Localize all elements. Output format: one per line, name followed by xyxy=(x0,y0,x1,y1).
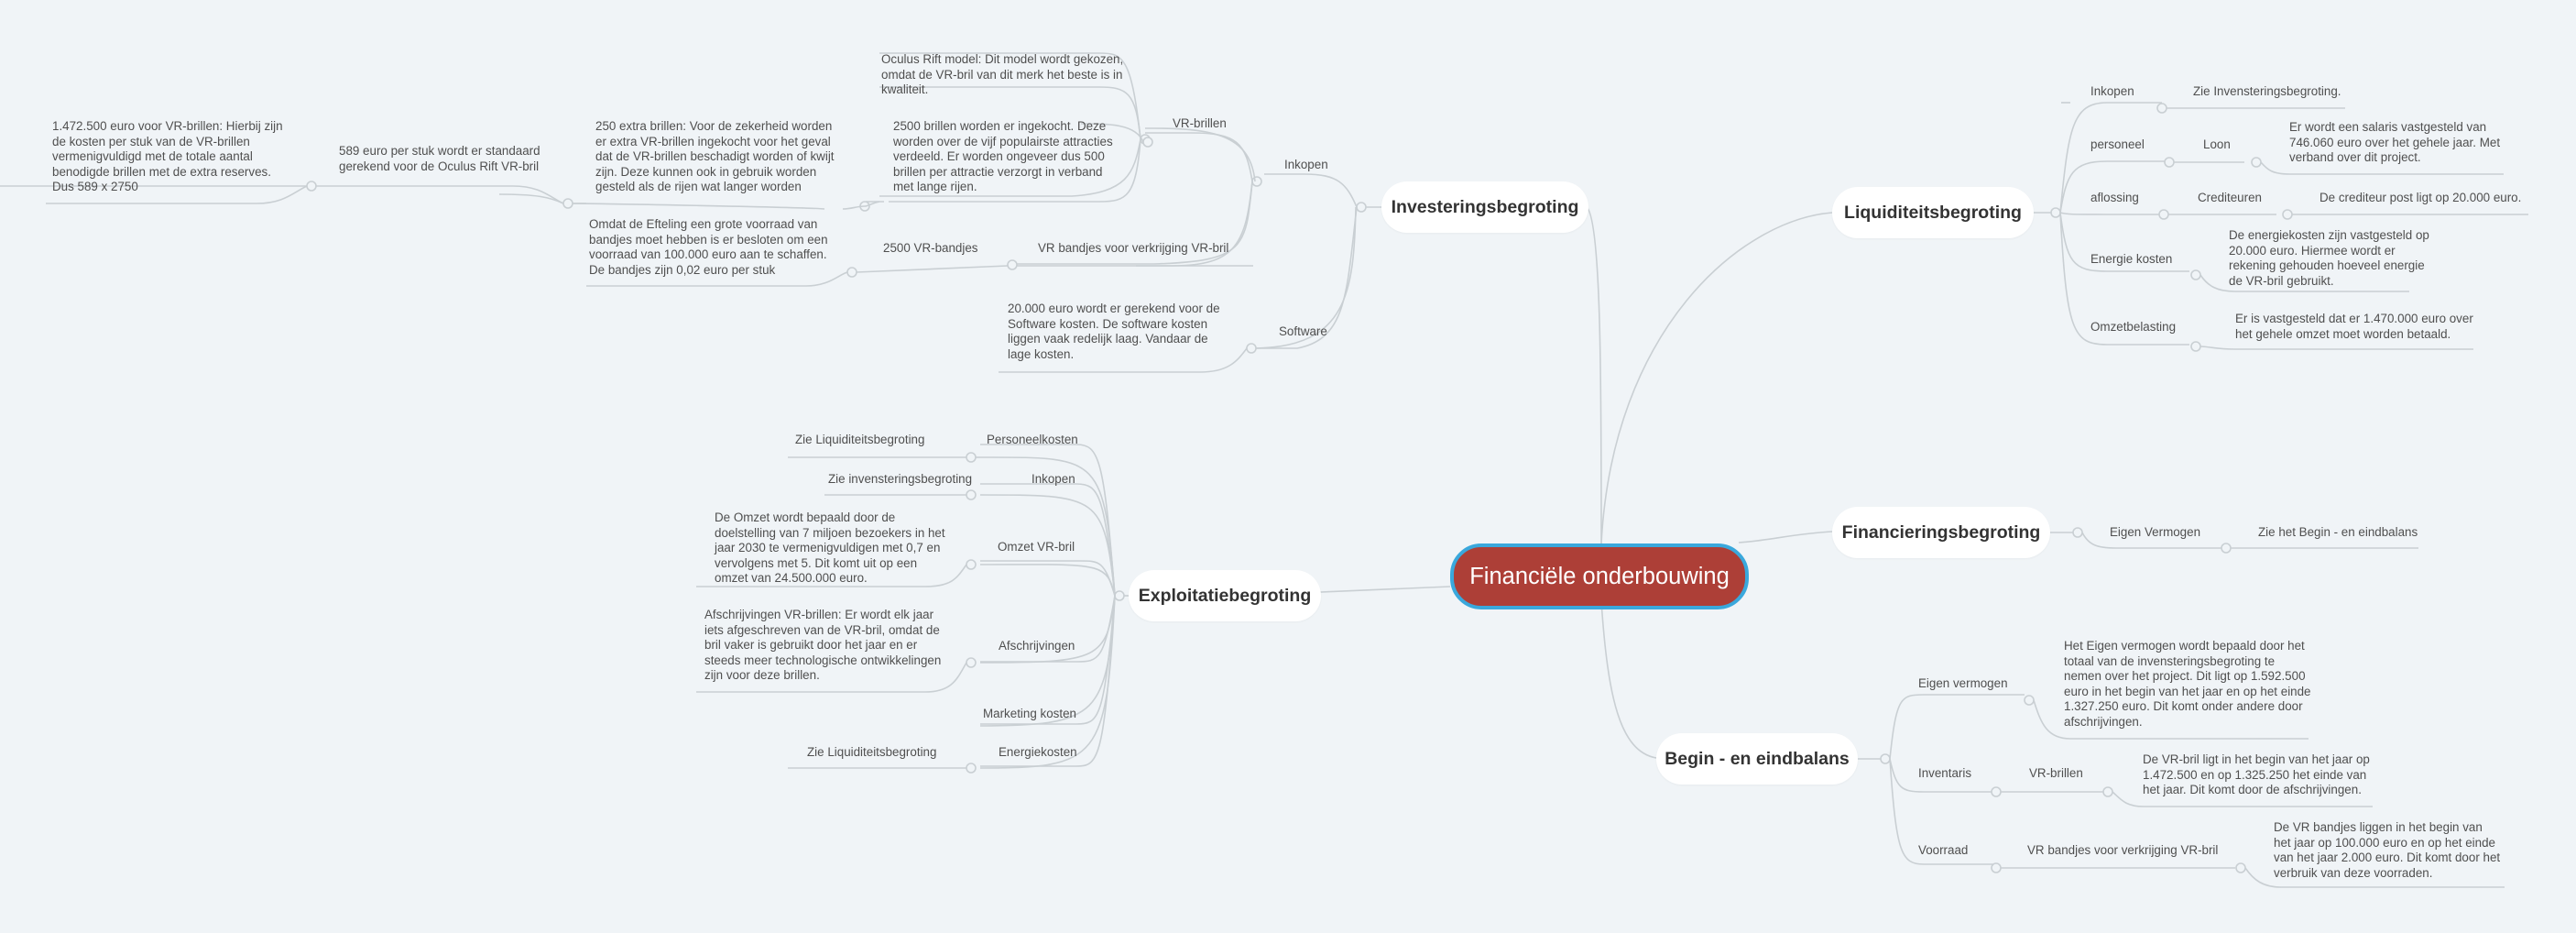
marketing-label[interactable]: Marketing kosten xyxy=(983,707,1076,720)
zie-liquiditeit-2[interactable]: Zie Liquiditeitsbegroting xyxy=(807,745,937,759)
eigen-vermogen-label[interactable]: Eigen Vermogen xyxy=(2110,525,2201,539)
root-node[interactable]: Financiële onderbouwing xyxy=(1450,543,1749,609)
crediteur-text[interactable]: De crediteur post ligt op 20.000 euro. xyxy=(2319,191,2522,204)
bandjes-text[interactable]: Omdat de Efteling een grote voorraad van… xyxy=(589,217,828,277)
personeel-label[interactable]: personeel xyxy=(2090,137,2145,151)
energiekosten-label[interactable]: Energiekosten xyxy=(999,745,1077,759)
omzetbelasting-label[interactable]: Omzetbelasting xyxy=(2090,320,2177,334)
software-label[interactable]: Software xyxy=(1279,324,1327,338)
zie-investering[interactable]: Zie invensteringsbegroting xyxy=(828,472,973,486)
liquiditeitsbegroting-node[interactable]: Liquiditeitsbegroting xyxy=(1832,187,2034,238)
balans-eigen-label[interactable]: Eigen vermogen xyxy=(1918,676,2008,690)
inkopen-label[interactable]: Inkopen xyxy=(1284,158,1328,171)
software-text[interactable]: 20.000 euro wordt er gerekend voor de So… xyxy=(1008,302,1220,361)
omzet-label[interactable]: Omzet VR-bril xyxy=(998,540,1075,554)
exploitatiebegroting-node[interactable]: Exploitatiebegroting xyxy=(1129,570,1321,621)
balans-eigen-text[interactable]: Het Eigen vermogen wordt bepaald door he… xyxy=(2064,639,2311,729)
vr-brillen-label[interactable]: VR-brillen xyxy=(1173,116,1227,130)
totaal-text[interactable]: 1.472.500 euro voor VR-brillen: Hierbij … xyxy=(52,119,283,193)
aflossing-label[interactable]: aflossing xyxy=(2090,191,2139,204)
brillen2500-text[interactable]: 2500 brillen worden er ingekocht. Deze w… xyxy=(893,119,1113,193)
balans-vr-brillen-label[interactable]: VR-brillen xyxy=(2029,766,2083,780)
liq-zie-investering[interactable]: Zie Invensteringsbegroting. xyxy=(2193,84,2341,98)
balans-bandjes-label[interactable]: VR bandjes voor verkrijging VR-bril xyxy=(2027,843,2219,857)
zie-liquiditeit-1[interactable]: Zie Liquiditeitsbegroting xyxy=(795,433,925,446)
per-stuk-text[interactable]: 589 euro per stuk wordt er standaard ger… xyxy=(339,144,540,173)
personeelkosten-label[interactable]: Personeelkosten xyxy=(987,433,1078,446)
balans-bandjes-text[interactable]: De VR bandjes liggen in het begin van he… xyxy=(2274,820,2501,880)
omzet-text[interactable]: De Omzet wordt bepaald door de doelstell… xyxy=(715,510,945,585)
extra250-text[interactable]: 250 extra brillen: Voor de zekerheid wor… xyxy=(595,119,835,193)
inkopen-label-expl[interactable]: Inkopen xyxy=(1031,472,1075,486)
energie-kosten-label[interactable]: Energie kosten xyxy=(2090,252,2173,266)
financieringsbegroting-node[interactable]: Financieringsbegroting xyxy=(1832,507,2050,558)
voorraad-label[interactable]: Voorraad xyxy=(1918,843,1969,857)
afschrijvingen-label[interactable]: Afschrijvingen xyxy=(999,639,1075,653)
omzetbelasting-text[interactable]: Er is vastgesteld dat er 1.470.000 euro … xyxy=(2235,312,2473,341)
loon-label[interactable]: Loon xyxy=(2203,137,2231,151)
bandjes2500-label[interactable]: 2500 VR-bandjes xyxy=(883,241,978,255)
oculus-text[interactable]: Oculus Rift model: Dit model wordt gekoz… xyxy=(881,52,1124,96)
inventaris-label[interactable]: Inventaris xyxy=(1918,766,1972,780)
investeringsbegroting-node[interactable]: Investeringsbegroting xyxy=(1381,181,1588,233)
loon-text[interactable]: Er wordt een salaris vastgesteld van 746… xyxy=(2289,120,2501,164)
energie-text[interactable]: De energiekosten zijn vastgesteld op 20.… xyxy=(2229,228,2429,288)
afschrijvingen-text[interactable]: Afschrijvingen VR-brillen: Er wordt elk … xyxy=(704,608,942,682)
zie-balans[interactable]: Zie het Begin - en eindbalans xyxy=(2258,525,2418,539)
bandjes-label[interactable]: VR bandjes voor verkrijging VR-bril xyxy=(1038,241,1229,255)
crediteuren-label[interactable]: Crediteuren xyxy=(2198,191,2262,204)
balans-vr-text[interactable]: De VR-bril ligt in het begin van het jaa… xyxy=(2143,752,2370,796)
begin-eindbalans-node[interactable]: Begin - en eindbalans xyxy=(1656,733,1858,785)
liq-inkopen-label[interactable]: Inkopen xyxy=(2090,84,2134,98)
